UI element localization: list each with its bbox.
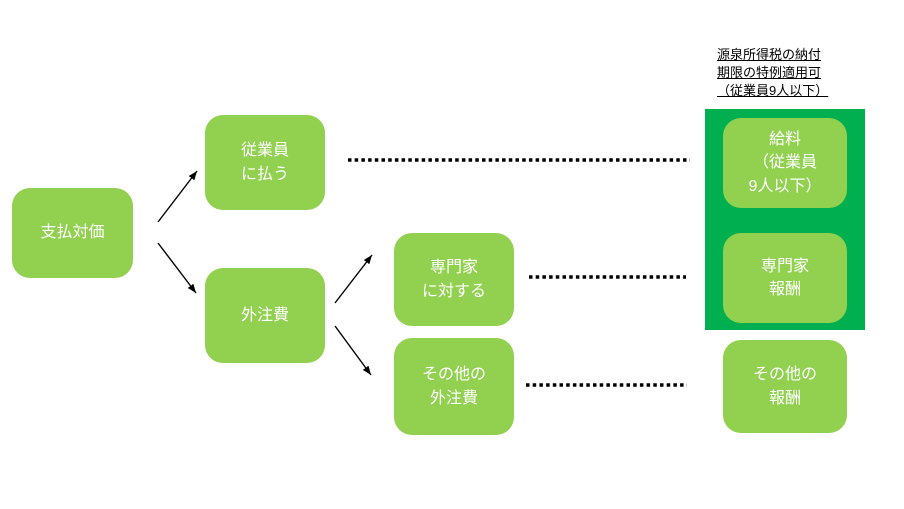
arrow-outsourcing-to-specialist	[334, 254, 373, 304]
node-outsourcing-cost: 外注費	[205, 268, 325, 363]
arrow-payment-to-employee	[157, 170, 198, 223]
arrow-payment-to-outsourcing	[157, 242, 197, 294]
node-payment: 支払対価	[12, 188, 133, 278]
node-specialist-fee: 専門家 報酬	[723, 233, 847, 323]
node-other-outsourcing: その他の 外注費	[394, 338, 514, 435]
node-pay-to-employee: 従業員 に払う	[205, 115, 325, 210]
arrow-outsourcing-to-other	[334, 325, 372, 376]
special-rule-note-line3: （従業員9人以下）	[717, 83, 829, 98]
node-other-fee: その他の 報酬	[723, 340, 847, 433]
special-rule-note-line2: 期限の特例適用可	[717, 65, 822, 80]
special-rule-note: 源泉所得税の納付 期限の特例適用可 （従業員9人以下）	[717, 46, 828, 100]
node-for-specialist: 専門家 に対する	[394, 233, 514, 326]
node-salary: 給料 （従業員 9人以下）	[723, 118, 847, 208]
special-rule-note-line1: 源泉所得税の納付	[717, 47, 822, 62]
